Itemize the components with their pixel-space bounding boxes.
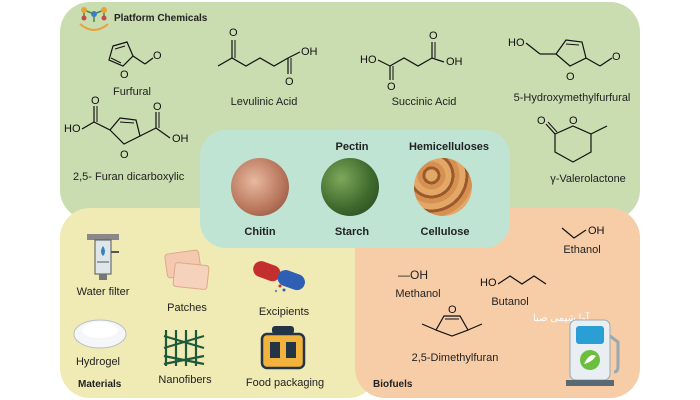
starch-label: Starch <box>334 226 370 238</box>
cellulose-image <box>414 158 472 216</box>
ethanol-label: Ethanol <box>563 244 601 256</box>
molecule-network-icon <box>79 7 109 31</box>
atom-label: O <box>120 69 129 81</box>
patches-icon <box>164 249 210 290</box>
hemicelluloses-label: Hemicelluloses <box>408 141 490 153</box>
water-filter-label: Water filter <box>76 286 130 298</box>
hmf-structure: HO O O <box>508 37 621 83</box>
atom-label: O <box>120 149 129 161</box>
methanol-structure: —OH <box>398 268 428 282</box>
food-packaging-label: Food packaging <box>245 377 325 389</box>
water-filter-icon <box>87 234 119 280</box>
biofuels-title: Biofuels <box>373 379 413 390</box>
succinic-acid-structure: HO O O OH <box>360 30 463 93</box>
chitin-image <box>231 158 289 216</box>
succinic-acid-label: Succinic Acid <box>391 96 457 108</box>
atom-label: O <box>429 30 438 42</box>
methanol-label: Methanol <box>395 288 441 300</box>
ethanol-structure: OH <box>561 225 605 239</box>
levulinic-acid-label: Levulinic Acid <box>230 96 298 108</box>
atom-label: O <box>91 95 100 107</box>
nanofibers-icon <box>163 330 205 366</box>
atom-label: OH <box>301 46 318 58</box>
pectin-label: Pectin <box>335 141 369 153</box>
atom-label: HO <box>480 277 497 289</box>
atom-label: O <box>448 304 457 316</box>
atom-label: OH <box>172 133 189 145</box>
fdca-structure: HO O O O OH <box>64 95 189 161</box>
atom-label: HO <box>360 54 377 66</box>
atom-label: HO <box>508 37 525 49</box>
excipients-label: Excipients <box>258 306 310 318</box>
atom-label: HO <box>64 123 81 135</box>
atom-label: OH <box>446 56 463 68</box>
hydrogel-icon <box>73 319 127 349</box>
cellulose-label: Cellulose <box>420 226 470 238</box>
butanol-label: Butanol <box>491 296 529 308</box>
gvl-label: γ-Valerolactone <box>550 173 626 185</box>
butanol-structure: HO <box>480 275 547 289</box>
levulinic-acid-structure: O OH O <box>217 27 318 88</box>
atom-label: OH <box>588 225 605 237</box>
atom-label: O <box>153 101 162 113</box>
atom-label: O <box>612 51 621 63</box>
nanofibers-label: Nanofibers <box>158 374 212 386</box>
dmf-label: 2,5-Dimethylfuran <box>411 352 499 364</box>
food-packaging-icon <box>260 326 306 370</box>
atom-label: O <box>387 81 396 93</box>
furfural-label: Furfural <box>113 86 151 98</box>
furfural-structure: O O <box>108 41 162 81</box>
gvl-structure: O O <box>537 115 608 163</box>
fuel-pump-icon <box>566 319 620 386</box>
materials-title: Materials <box>78 379 122 390</box>
atom-label: O <box>285 76 294 88</box>
hydrogel-label: Hydrogel <box>75 356 121 368</box>
fdca-label: 2,5- Furan dicarboxylic <box>73 171 185 183</box>
platform-chemicals-title: Platform Chemicals <box>114 13 208 24</box>
capsule-icon <box>253 261 305 293</box>
atom-label: O <box>229 27 238 39</box>
atom-label: O <box>153 50 162 62</box>
atom-label: O <box>569 115 578 127</box>
atom-label: O <box>537 115 546 127</box>
dmf-structure: O <box>421 304 483 337</box>
chitin-label: Chitin <box>244 226 276 238</box>
starch-pectin-image <box>321 158 379 216</box>
hmf-label: 5-Hydroxymethylfurfural <box>513 92 631 104</box>
watermark-text: آوا شیمی صبا <box>533 313 590 324</box>
patches-label: Patches <box>167 302 207 314</box>
atom-label: O <box>566 71 575 83</box>
